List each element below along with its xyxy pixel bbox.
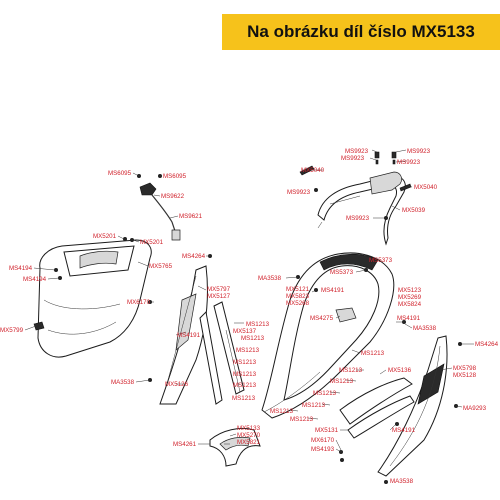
label-ms1213: MS1213 [361,350,385,357]
label-ms4194: MS4194 [9,265,33,272]
helmet-storage-box [33,239,152,358]
label-mx5137: MX5137 [233,328,257,335]
label-ms1213: MS1213 [270,408,294,415]
label-ms9923: MS9923 [346,215,370,222]
label-mx5201: MX5201 [93,233,117,240]
label-mx5133: MX5133 [237,425,261,432]
label-ma3538: MA3538 [390,478,414,485]
label-ms1213: MS1213 [330,378,354,385]
label-mx6170: MX6170 [311,437,335,444]
seat-latch-cable [137,174,181,241]
label-ms4191: MS4191 [392,427,416,434]
label-ma3538: MA3538 [258,275,282,282]
label-mx5797: MX5797 [207,286,231,293]
luggage-rack [317,171,406,246]
label-ms6095: MS6095 [108,170,132,177]
label-ms1213: MS1213 [233,359,257,366]
right-side-panel [377,335,448,477]
label-ms9923: MS9923 [287,189,311,196]
label-ms4191: MS4191 [321,287,345,294]
label-ms1213: MS1213 [236,347,260,354]
label-ms4191: MS4191 [177,332,201,339]
small-cowl [209,427,261,467]
label-mx5131: MX5131 [315,427,339,434]
label-ms4261: MS4261 [173,441,197,448]
label-mx5823: MX5823 [286,293,310,300]
label-ms9621: MS9621 [179,213,203,220]
leader-lines [24,149,474,482]
label-ma3538: MA3538 [111,379,135,386]
label-ms1213: MS1213 [233,371,257,378]
label-ms4194: MS4194 [23,276,47,283]
label-ms4275: MS4275 [310,315,334,322]
label-ms1213: MS1213 [313,390,337,397]
label-mx5136: MX5136 [388,367,412,374]
label-ms9622: MS9622 [161,193,185,200]
label-mx5039: MX5039 [402,207,426,214]
label-ms4191: MS4191 [397,315,421,322]
left-frame-cover [159,265,208,405]
label-ms1213: MS1213 [290,416,314,423]
label-mx5798: MX5798 [453,365,477,372]
label-mx5040: MX5040 [414,184,438,191]
label-ms9923: MS9923 [407,148,431,155]
label-mx6170: MX6170 [127,299,151,306]
label-ms1213: MS1213 [233,382,257,389]
rack-bolts [299,151,412,220]
label-mx5269: MX5269 [398,294,422,301]
label-ms9923: MS9923 [397,159,421,166]
label-ms5373: MS5373 [330,269,354,276]
label-ms1213: MS1213 [339,367,363,374]
trim-strips [199,301,245,405]
label-mx5270: MX5270 [237,432,261,439]
label-mx5765: MX5765 [149,263,173,270]
main-body-cover [261,252,395,419]
lower-trim-panel [339,377,415,439]
label-mx5799: MX5799 [0,327,24,334]
label-ms9923: MS9923 [341,155,365,162]
label-mx5123: MX5123 [398,287,422,294]
label-ms4193: MS4193 [311,446,335,453]
label-ms1213: MS1213 [246,321,270,328]
label-mx5040: MX5040 [301,167,325,174]
label-ms1213: MS1213 [302,402,326,409]
label-ma9293: MA9293 [463,405,487,412]
label-mx5268: MX5268 [286,300,310,307]
label-ms1213: MS1213 [241,335,265,342]
title-banner: Na obrázku díl číslo MX5133 [222,14,500,50]
label-ms4264: MS4264 [475,341,499,348]
label-ms5373: MS5373 [369,257,393,264]
label-ms4264: MS4264 [182,253,206,260]
label-mx5821: MX5821 [237,439,261,446]
label-mx5824: MX5824 [398,301,422,308]
label-ms9923: MS9923 [345,148,369,155]
label-mx5126: MX5126 [165,381,189,388]
label-ma3538: MA3538 [413,325,437,332]
label-mx5128: MX5128 [453,372,477,379]
part-labels: MS9923 MS9923 MS9923 MS9923 MS9923 MS992… [0,148,499,485]
label-ms6095: MS6095 [163,173,187,180]
label-mx5127: MX5127 [207,293,231,300]
banner-text: Na obrázku díl číslo MX5133 [247,22,475,41]
label-mx5201: MX5201 [140,239,164,246]
label-mx5121: MX5121 [286,286,310,293]
label-ms1213: MS1213 [232,395,256,402]
